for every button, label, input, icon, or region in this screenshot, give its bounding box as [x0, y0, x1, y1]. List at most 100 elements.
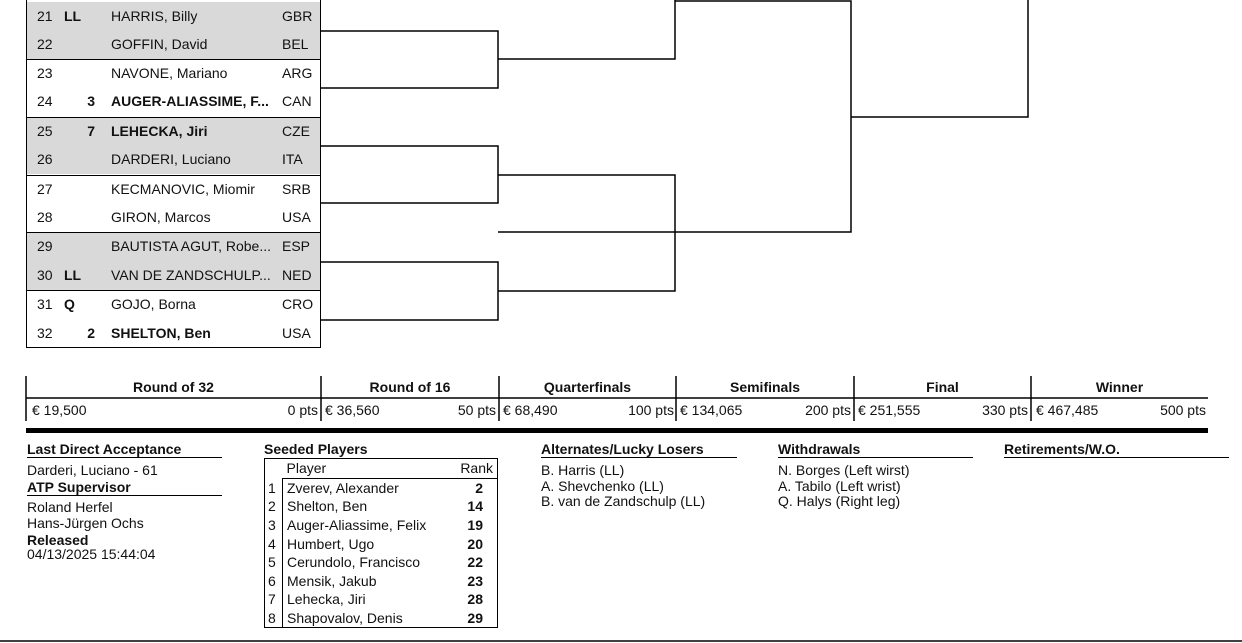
draw-number: 23: [37, 65, 53, 81]
bracket-connector: [321, 261, 499, 321]
alternate-entry: B. Harris (LL): [541, 462, 625, 478]
seed-col-player: Player: [282, 458, 449, 479]
country-code: USA: [282, 325, 311, 341]
seed-player: Shelton, Ben: [287, 498, 368, 515]
alternate-entry: B. van de Zandschulp (LL): [541, 493, 706, 509]
withdrawals-title: Withdrawals: [778, 441, 973, 458]
round-header-qf: Quarterfinals: [543, 379, 632, 395]
points-r32: 0 pts: [287, 402, 318, 418]
country-code: BEL: [282, 36, 309, 52]
supervisor-name: Roland Herfel: [27, 499, 113, 515]
draw-row-divider: [26, 232, 321, 233]
released-value: 04/13/2025 15:44:04: [27, 546, 156, 562]
seed-player: Auger-Aliassime, Felix: [287, 517, 427, 534]
seed-player: Lehecka, Jiri: [287, 591, 366, 608]
draw-number: 22: [37, 36, 53, 52]
seed-player: Zverev, Alexander: [287, 479, 399, 496]
draw-row-divider: [26, 290, 321, 291]
prize-sf: € 134,065: [680, 402, 743, 418]
draw-row-divider: [26, 117, 321, 118]
seed-number: 3: [87, 93, 95, 109]
round-header-winner: Winner: [1095, 379, 1144, 395]
bracket-connector: [498, 232, 676, 292]
bracket-connector: [851, 0, 1029, 118]
seed-rank: 20: [467, 535, 483, 552]
seed-index: 8: [264, 608, 283, 628]
draw-number: 30: [37, 267, 53, 283]
seed-index: 4: [264, 534, 283, 553]
alternates-title: Alternates/Lucky Losers: [541, 441, 737, 458]
prize-r32: € 19,500: [32, 402, 87, 418]
seed-number: 2: [87, 325, 95, 341]
country-code: GBR: [282, 8, 313, 24]
last-direct-acceptance-value: Darderi, Luciano - 61: [27, 462, 158, 478]
points-final: 330 pts: [982, 402, 1028, 418]
seed-rank: 19: [467, 517, 483, 534]
entry-status: Q: [64, 296, 75, 312]
released-label: Released: [27, 532, 89, 548]
round-header-r32: Round of 32: [133, 379, 214, 395]
draw-number: 27: [37, 181, 53, 197]
seed-index: 2: [264, 497, 283, 516]
country-code: NED: [282, 267, 312, 283]
draw-number: 29: [37, 238, 53, 254]
seed-rank: 14: [467, 498, 483, 515]
prize-final: € 251,555: [858, 402, 921, 418]
draw-number: 32: [37, 325, 53, 341]
prize-r16: € 36,560: [325, 402, 380, 418]
country-code: CAN: [282, 93, 312, 109]
alternate-entry: A. Shevchenko (LL): [541, 478, 664, 494]
draw-row-divider: [26, 175, 321, 176]
bracket-connector: [498, 0, 676, 60]
country-code: USA: [282, 209, 311, 225]
bracket-connector: [321, 145, 499, 204]
draw-number: 25: [37, 123, 53, 139]
bracket-connector: [321, 30, 499, 89]
seed-index: 7: [264, 590, 283, 609]
withdrawal-entry: Q. Halys (Right leg): [778, 493, 901, 509]
round-header-final: Final: [926, 379, 959, 395]
seed-col-rank: Rank: [449, 458, 498, 479]
country-code: SRB: [282, 181, 311, 197]
points-qf: 100 pts: [628, 402, 674, 418]
seed-player: Humbert, Ugo: [287, 535, 375, 552]
entry-status: LL: [64, 267, 82, 283]
country-code: ESP: [282, 238, 311, 254]
seed-rank: 28: [467, 591, 483, 608]
seeded-table-header: Player Rank: [265, 458, 498, 479]
last-direct-acceptance-title: Last Direct Acceptance: [27, 441, 222, 458]
seed-rank: 29: [467, 610, 483, 627]
seed-player: Shapovalov, Denis: [287, 610, 403, 627]
round-header-sf: Semifinals: [729, 379, 801, 395]
draw-row-divider: [26, 59, 321, 60]
prize-qf: € 68,490: [503, 402, 558, 418]
draw-number: 24: [37, 93, 53, 109]
bracket-connector: [498, 174, 676, 233]
seed-index: 5: [264, 552, 283, 572]
entry-status: LL: [64, 8, 82, 24]
points-winner: 500 pts: [1160, 402, 1206, 418]
seed-number: 7: [87, 123, 95, 139]
draw-number: 28: [37, 209, 53, 225]
country-code: CRO: [282, 296, 314, 312]
